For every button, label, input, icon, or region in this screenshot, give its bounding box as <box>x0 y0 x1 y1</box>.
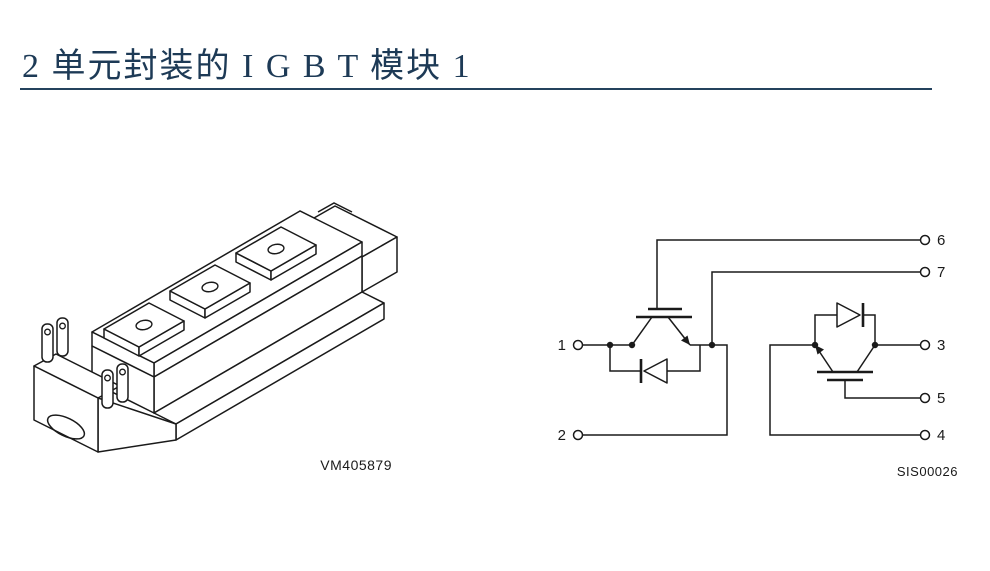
terminal-3-label: 3 <box>937 337 945 354</box>
terminal-labels: 1 2 6 7 3 5 4 <box>558 232 946 444</box>
terminal-boss-1 <box>103 302 185 357</box>
igbt-module-isometric-drawing: VM405879 <box>33 202 398 473</box>
terminal-6-connector <box>919 234 931 246</box>
boss-hole <box>201 281 219 293</box>
terminal-7-label: 7 <box>937 264 945 281</box>
terminal-1-connector <box>572 339 584 351</box>
terminal-4-label: 4 <box>937 427 945 444</box>
module-baseplate <box>33 291 385 453</box>
junction-dots <box>606 341 879 349</box>
page-title: 2 单元封装的 I G B T 模块 1 <box>22 48 472 85</box>
module-figure-code: VM405879 <box>320 457 392 473</box>
baseplate-left-face <box>33 365 99 453</box>
terminal-3-connector <box>919 339 931 351</box>
igbt2-symbol <box>814 344 876 382</box>
diode2-symbol <box>836 302 865 328</box>
igbt2-emitter-arrow <box>815 345 824 355</box>
boss-hole <box>267 243 285 255</box>
terminal-connectors <box>572 234 931 441</box>
terminal-boss-3 <box>235 226 317 281</box>
aux-pin-pair-2 <box>101 363 129 409</box>
diode1-symbol <box>639 358 668 384</box>
schematic-wires <box>583 239 920 436</box>
igbt-module-schematic: 1 2 6 7 3 5 4 SIS00026 <box>558 232 958 479</box>
terminal-5-label: 5 <box>937 390 945 407</box>
terminal-4-connector <box>919 429 931 441</box>
aux-pin-pair-1 <box>41 317 69 363</box>
mounting-hole <box>46 414 86 440</box>
terminal-6-label: 6 <box>937 232 945 249</box>
terminal-5-connector <box>919 392 931 404</box>
igbt1-symbol <box>631 307 692 346</box>
terminal-boss-2 <box>169 264 251 319</box>
terminal-2-label: 2 <box>558 427 566 444</box>
igbt1-emitter-arrow <box>681 335 690 345</box>
terminal-2-connector <box>572 429 584 441</box>
step-notch-line <box>317 202 353 213</box>
schematic-figure-code: SIS00026 <box>897 464 958 479</box>
terminal-1-label: 1 <box>558 337 566 354</box>
terminal-7-connector <box>919 266 931 278</box>
title-underline <box>20 88 932 90</box>
boss-hole <box>135 319 153 331</box>
